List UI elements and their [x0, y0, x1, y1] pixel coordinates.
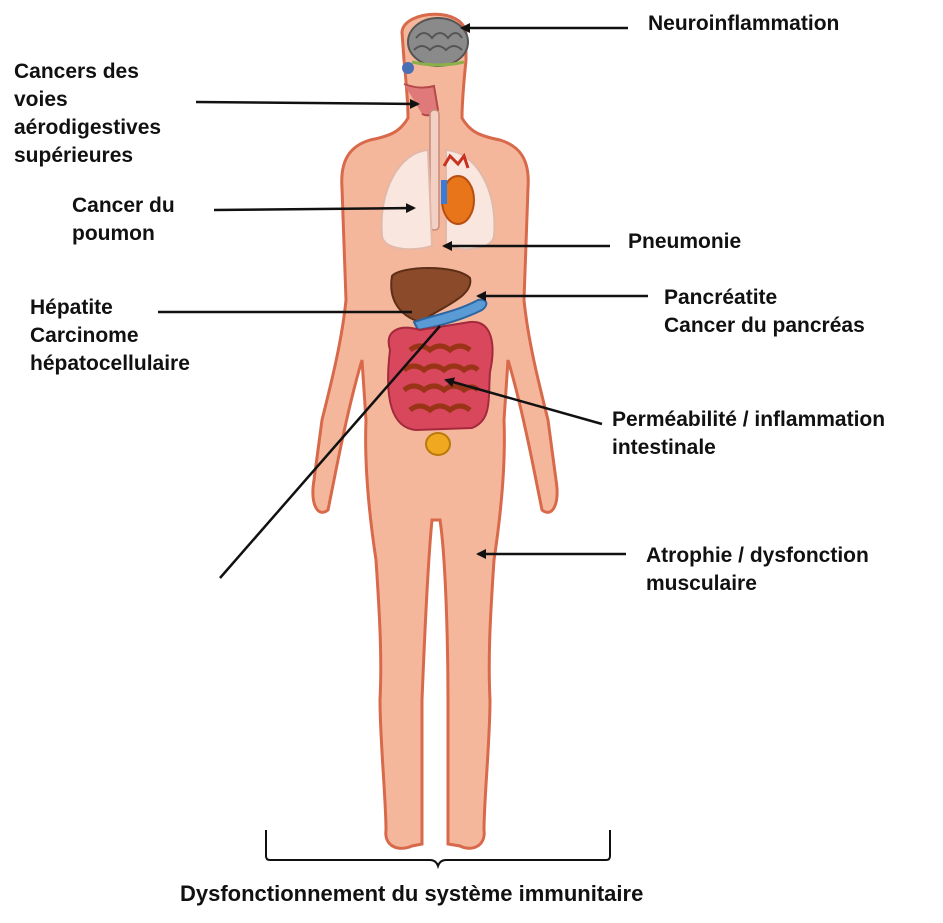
label-pancreatite: Pancréatite Cancer du pancréas: [664, 284, 865, 340]
intestines: [388, 322, 492, 430]
label-pneumonie: Pneumonie: [628, 228, 741, 256]
immune-brace: [266, 830, 610, 866]
label-cancer-poumon: Cancer du poumon: [72, 192, 175, 248]
label-permeabilite: Perméabilité / inflammation intestinale: [612, 406, 885, 462]
arrow-vads: [196, 102, 418, 104]
label-neuroinflammation: Neuroinflammation: [648, 10, 839, 38]
label-systeme-immunitaire: Dysfonctionnement du système immunitaire: [180, 880, 643, 908]
bladder: [426, 433, 450, 455]
label-cancers-vads: Cancers des voies aérodigestives supérie…: [14, 58, 161, 170]
label-hepatite: Hépatite Carcinome hépatocellulaire: [30, 294, 190, 378]
brain: [408, 18, 468, 66]
label-atrophie: Atrophie / dysfonction musculaire: [646, 542, 869, 598]
